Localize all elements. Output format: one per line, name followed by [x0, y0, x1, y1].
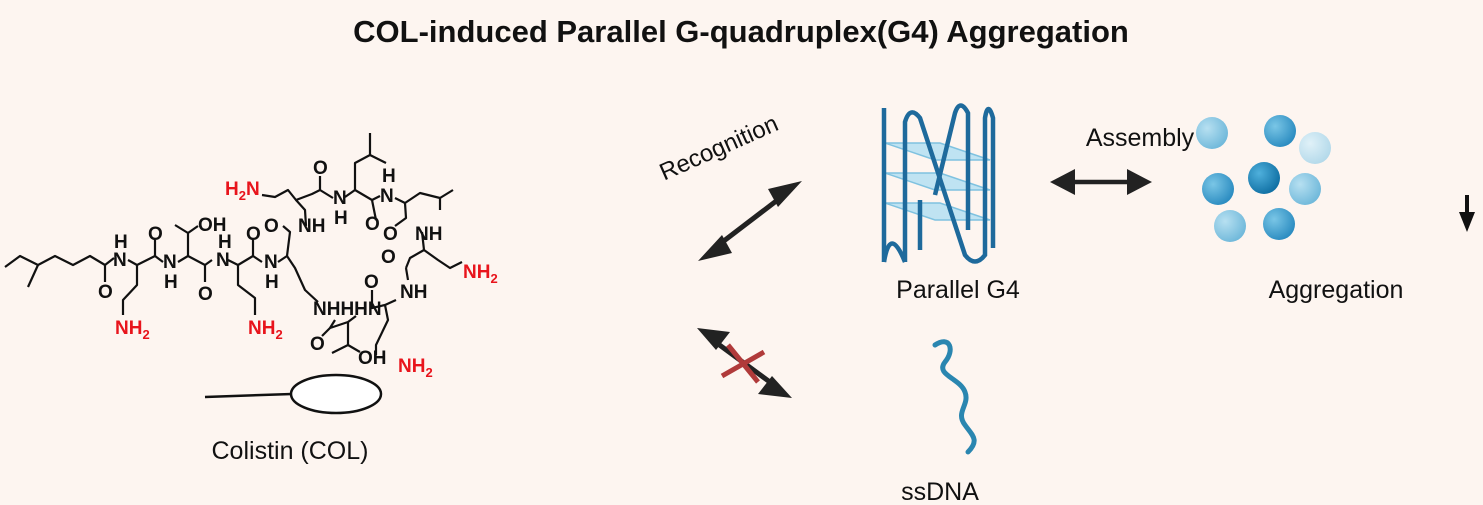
- aggregation-label: Aggregation: [1269, 276, 1404, 304]
- atom-labels: H N O O N H OH O H N O N H NH2 NH2 O NH …: [98, 158, 498, 380]
- colistin-cartoon-icon: [204, 373, 383, 415]
- atom-label: O: [148, 224, 163, 245]
- atom-label: O: [310, 334, 325, 355]
- atom-label: N: [113, 250, 127, 271]
- atom-label: O: [383, 224, 398, 245]
- aggregate-spheres-icon: [1196, 115, 1331, 242]
- ssdna-strand-icon: [932, 339, 977, 455]
- parallel-g4-label: Parallel G4: [896, 276, 1020, 304]
- atom-label: O: [364, 272, 379, 293]
- atom-label: NH: [400, 282, 427, 303]
- double-arrow-icon: [698, 181, 802, 261]
- atom-label: O: [198, 284, 213, 305]
- atom-label: O: [365, 214, 380, 235]
- decrease-arrow-icon: [1459, 195, 1475, 232]
- atom-label: NH: [415, 224, 442, 245]
- amine-label: NH2: [398, 356, 433, 380]
- colistin-structure: [4, 133, 463, 355]
- atom-label: N: [163, 252, 177, 273]
- parallel-g4-icon: [881, 103, 996, 264]
- atom-label: H: [114, 232, 128, 253]
- atom-label: N: [380, 186, 394, 207]
- atom-label: O: [264, 216, 279, 237]
- atom-label: NH: [298, 216, 325, 237]
- atom-label: H: [164, 272, 178, 293]
- colistin-label: Colistin (COL): [212, 437, 369, 465]
- atom-label: H: [265, 272, 279, 293]
- assembly-label: Assembly: [1086, 124, 1195, 152]
- atom-label: OH: [198, 215, 227, 236]
- atom-label: H: [334, 208, 348, 229]
- atom-label: O: [98, 282, 113, 303]
- double-arrow-icon: [1050, 169, 1152, 195]
- atom-label: N: [333, 188, 347, 209]
- atom-label: H: [218, 232, 232, 253]
- recognition-label: Recognition: [656, 110, 783, 186]
- amine-label: NH2: [115, 318, 150, 342]
- amine-label: H2N: [225, 179, 260, 203]
- atom-label: O: [381, 247, 396, 268]
- atom-label: H: [382, 166, 396, 187]
- atom-label: O: [246, 224, 261, 245]
- atom-label: NHHHN: [313, 299, 382, 320]
- ssdna-label: ssDNA: [901, 478, 979, 505]
- amine-label: NH2: [463, 262, 498, 286]
- atom-label: N: [216, 250, 230, 271]
- blocked-arrow-icon: [697, 328, 792, 398]
- atom-label: N: [264, 252, 278, 273]
- atom-label: O: [313, 158, 328, 179]
- figure-title: COL-induced Parallel G-quadruplex(G4) Ag…: [353, 14, 1129, 49]
- atom-label: OH: [358, 348, 387, 369]
- amine-label: NH2: [248, 318, 283, 342]
